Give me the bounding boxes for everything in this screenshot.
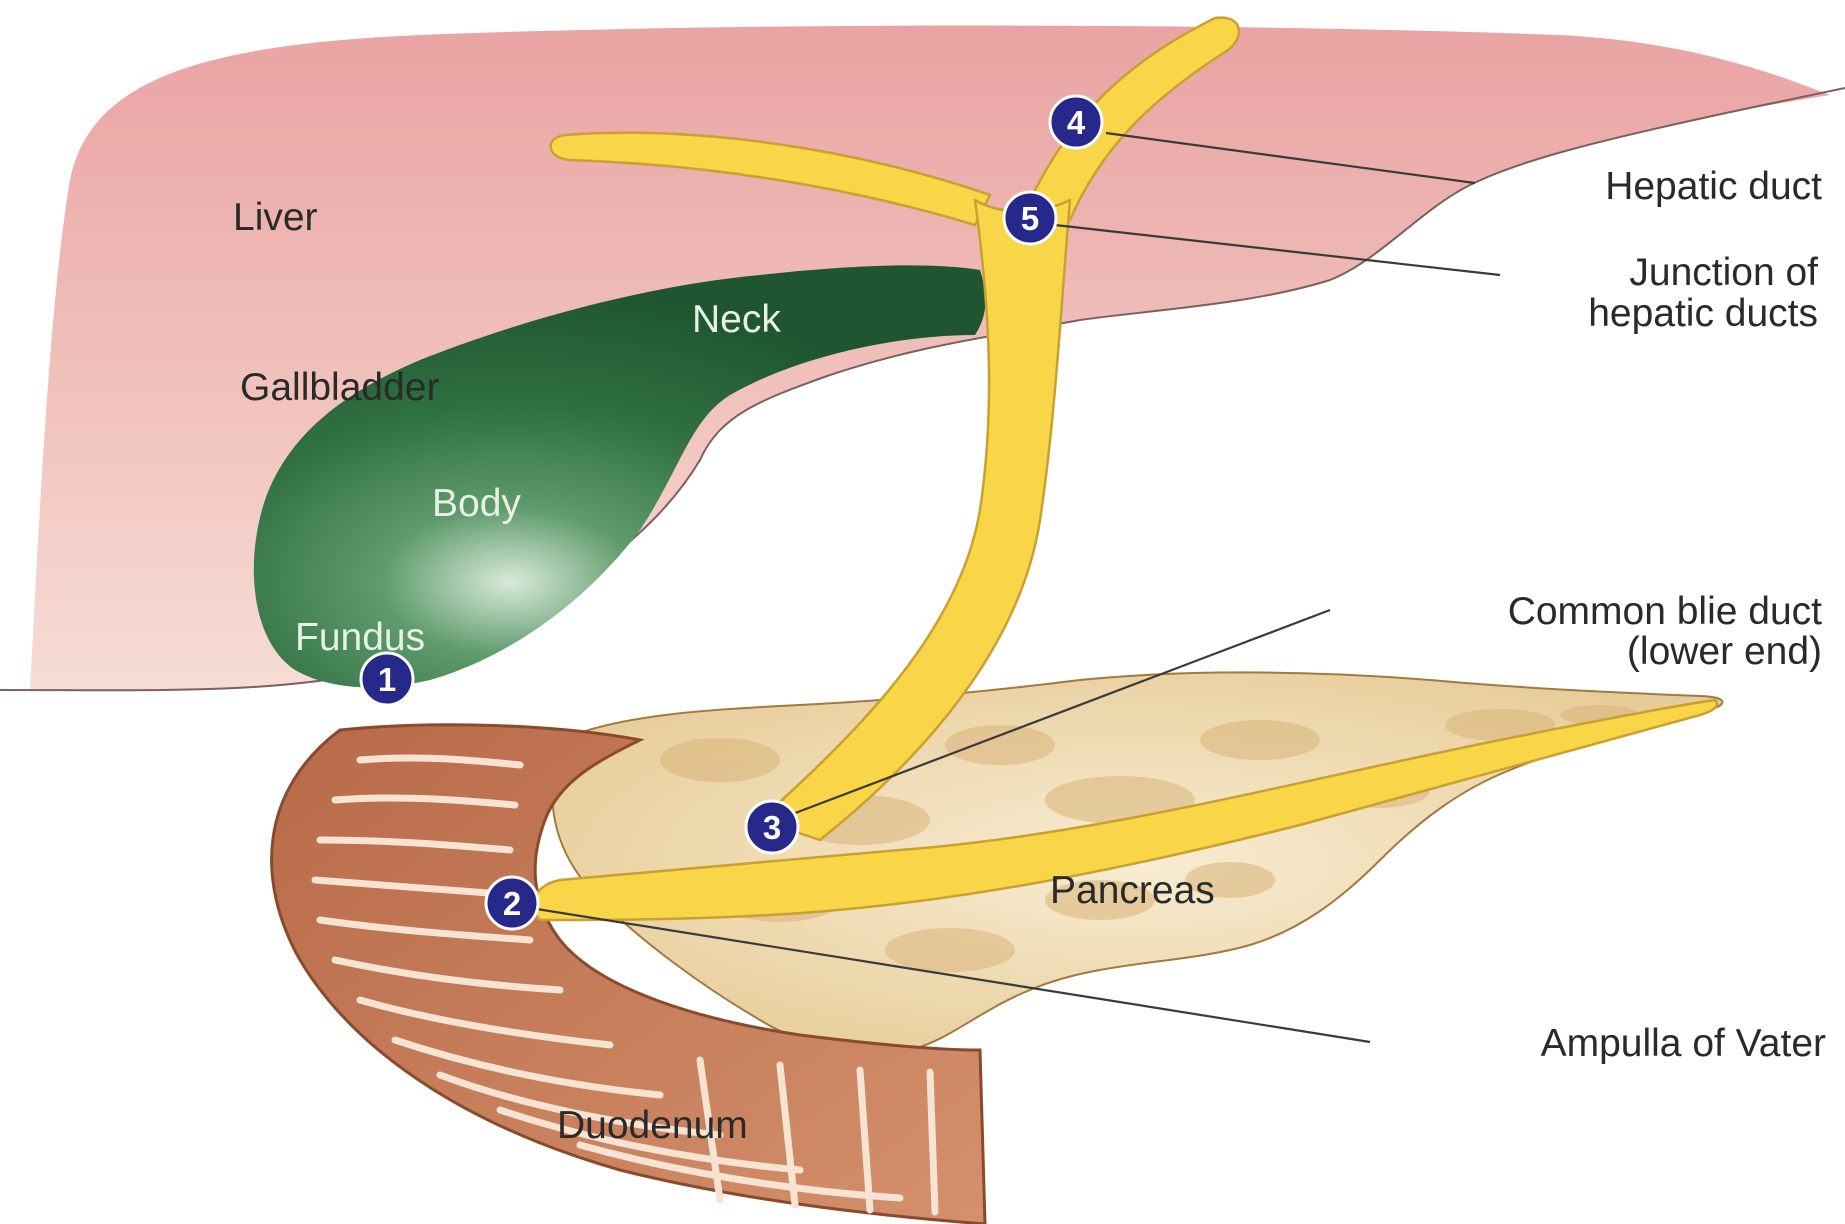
ampulla-label: Ampulla of Vater	[1541, 1022, 1826, 1065]
marker-4-number: 4	[1067, 104, 1086, 141]
neck-label: Neck	[692, 298, 781, 341]
hepatic-duct-label: Hepatic duct	[1605, 165, 1822, 208]
gallbladder-label: Gallbladder	[240, 366, 439, 409]
duodenum-label: Duodenum	[557, 1104, 748, 1147]
fundus-label: Fundus	[295, 616, 425, 659]
marker-2: 2	[486, 877, 538, 929]
common-bile-duct-label-line1: Common blie duct	[1508, 590, 1822, 633]
marker-3-number: 3	[763, 809, 781, 846]
marker-1-number: 1	[378, 661, 396, 698]
marker-2-number: 2	[503, 885, 521, 922]
junction-label-line2: hepatic ducts	[1588, 292, 1818, 335]
junction-label-line1: Junction of	[1629, 251, 1818, 294]
common-bile-duct-label-line2: (lower end)	[1627, 630, 1822, 673]
marker-5: 5	[1004, 192, 1056, 244]
pancreas-label: Pancreas	[1050, 869, 1215, 912]
liver-label: Liver	[233, 196, 318, 239]
marker-1: 1	[361, 653, 413, 705]
marker-3: 3	[746, 801, 798, 853]
body-label: Body	[432, 482, 521, 525]
marker-4: 4	[1050, 96, 1102, 148]
marker-5-number: 5	[1021, 200, 1039, 237]
